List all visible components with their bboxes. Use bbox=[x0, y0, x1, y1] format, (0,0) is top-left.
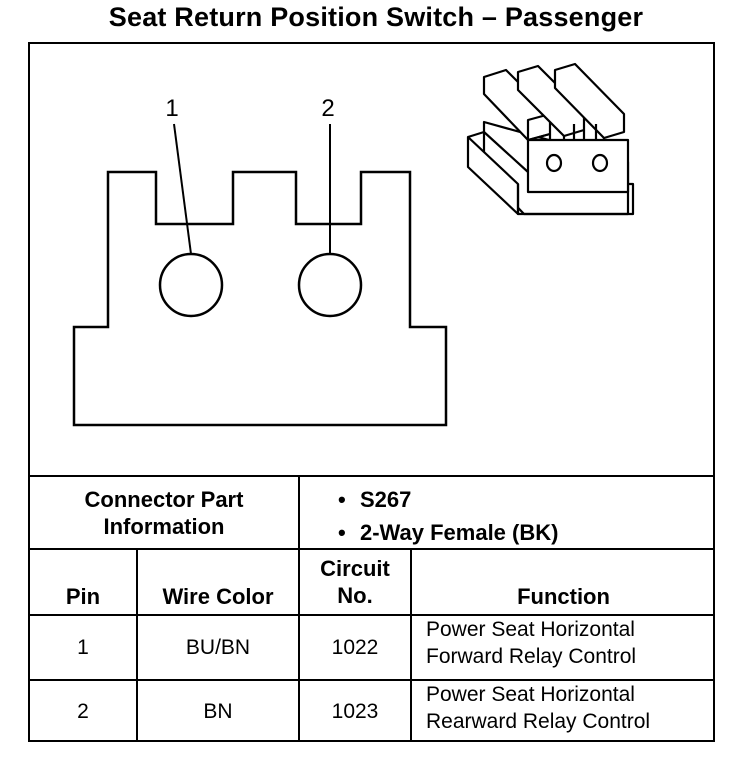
header-wire-color: Wire Color bbox=[162, 583, 274, 609]
table-row-1-function: Power Seat Horizontal Forward Relay Cont… bbox=[426, 618, 637, 668]
table-row-2-wire-color: BN bbox=[203, 700, 233, 723]
connector-info-label-line2: Information bbox=[103, 513, 225, 539]
table-row-2-pin: 2 bbox=[77, 700, 89, 723]
header-circuit-no: Circuit No. bbox=[320, 556, 390, 608]
table-row-1-circuit: 1022 bbox=[331, 636, 379, 659]
connector-isometric-icon bbox=[466, 62, 635, 216]
table-row-1-pin: 1 bbox=[77, 636, 89, 659]
connector-info-item: •S267 bbox=[338, 487, 412, 512]
col-divider-3 bbox=[410, 548, 412, 742]
table-row-rule bbox=[28, 679, 715, 681]
page-title: Seat Return Position Switch – Passenger bbox=[108, 2, 644, 32]
table-row-1-wire-color: BU/BN bbox=[185, 636, 251, 659]
table-row-2-function: Power Seat Horizontal Rearward Relay Con… bbox=[426, 683, 651, 733]
connector-info-label: Connector Part Information bbox=[30, 477, 298, 548]
pin-cavity-2 bbox=[297, 252, 363, 318]
info-divider bbox=[298, 475, 300, 548]
pin-cavity-1 bbox=[158, 252, 224, 318]
diagram-frame bbox=[28, 42, 715, 742]
header-pin: Pin bbox=[65, 583, 101, 609]
header-function: Function bbox=[517, 583, 610, 609]
connector-diagram: 1 2 bbox=[72, 62, 635, 427]
table-top-rule bbox=[28, 475, 715, 477]
table-columns-rule bbox=[28, 614, 715, 616]
pin-callout-2: 2 bbox=[321, 95, 334, 122]
connector-info-label-line1: Connector Part bbox=[84, 486, 244, 512]
table-header-rule bbox=[28, 548, 715, 550]
col-divider-1 bbox=[136, 548, 138, 742]
connector-face-outline bbox=[72, 170, 448, 427]
pin-callout-1: 1 bbox=[165, 95, 178, 122]
connector-info-item: •2-Way Female (BK) bbox=[338, 520, 559, 545]
table-row-2-circuit: 1023 bbox=[331, 700, 379, 723]
leader-line-1 bbox=[173, 123, 192, 255]
col-divider-2 bbox=[298, 548, 300, 742]
connector-info-list: •S267 •2-Way Female (BK) bbox=[338, 483, 558, 549]
